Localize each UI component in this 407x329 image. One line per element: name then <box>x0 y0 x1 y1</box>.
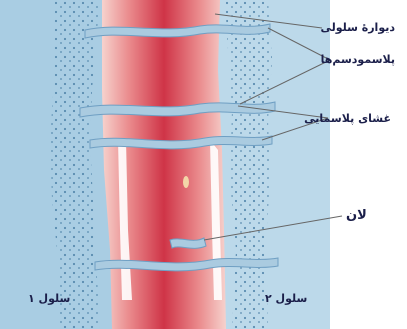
label-area <box>330 0 407 329</box>
label-lumen: لان <box>346 209 367 222</box>
plasmodesma-5 <box>170 238 206 248</box>
label-plasmodesmata: پلاسمودسم‌ها <box>321 54 395 65</box>
label-cell-wall: دیوارهٔ سلولی <box>320 22 395 33</box>
label-plasma-membrane: غشای پلاسمایی <box>304 113 391 124</box>
label-cell-1: سلول ۱ <box>28 293 70 304</box>
label-cell-2: سلول ۲ <box>265 293 307 304</box>
wall-inclusion <box>183 176 189 188</box>
